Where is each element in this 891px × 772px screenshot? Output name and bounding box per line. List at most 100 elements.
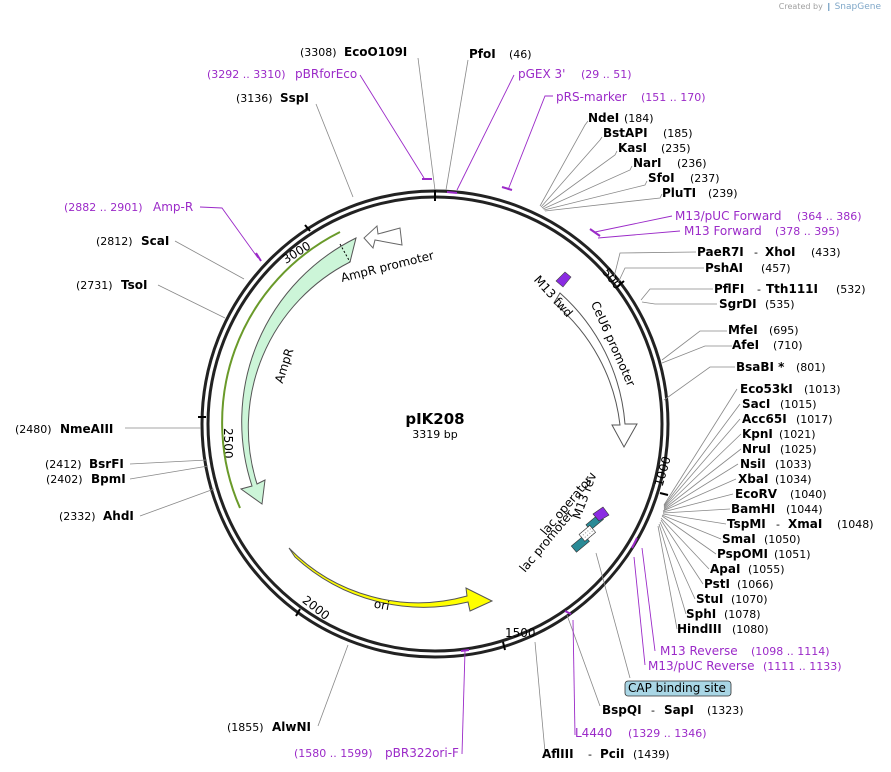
enzyme-pos-kpni: (1021) — [779, 428, 816, 441]
enzyme-sspi: SspI — [280, 91, 309, 105]
enzyme-bpmi: BpmI — [91, 472, 126, 486]
enzyme-bstapi: BstAPI — [603, 126, 648, 140]
enzyme-paer7i: PaeR7I — [697, 245, 744, 259]
ampr-promoter-arrow — [363, 224, 403, 250]
enzyme-sgrdi: SgrDI — [719, 297, 757, 311]
enzyme-pflfi: PflFI — [714, 282, 744, 296]
enzyme-afliii: AflIII — [542, 747, 574, 761]
enzyme-sep-bspqi: - — [651, 704, 655, 717]
plasmid-size: 3319 bp — [412, 428, 457, 441]
enzyme-pluti: PluTI — [662, 186, 696, 200]
credit-prefix: Created by — [778, 2, 823, 11]
ampr-highlight — [221, 231, 341, 509]
primers: (3292 .. 3310) pBRforEco pGEX 3' (29 .. … — [64, 67, 862, 760]
enzymes-bottom: BspQI - SapI (1323) AflIII - PciI (1439) — [542, 703, 744, 761]
enzyme-eco53ki: Eco53kI — [740, 382, 793, 396]
primer-l4440: L4440 — [575, 726, 612, 740]
enzyme-pos-bsabi: (801) — [796, 361, 826, 374]
tick-3000 — [304, 224, 311, 232]
enzyme-nsii: NsiI — [740, 457, 766, 471]
enzyme-pos-sapi: (1323) — [707, 704, 744, 717]
enzyme-tspmi: TspMI — [727, 517, 766, 531]
enzyme-stui: StuI — [696, 592, 723, 606]
enzyme-xhoi: XhoI — [765, 245, 796, 259]
enzyme-pos-xhoi: (433) — [811, 246, 841, 259]
ampr-promoter-label: AmpR promoter — [339, 248, 435, 285]
ori-label: ori — [373, 597, 391, 613]
enzyme-pos-scai: (2812) — [96, 235, 133, 248]
enzyme-afei: AfeI — [732, 338, 759, 352]
primer-pbr322ori-f: pBR322ori-F — [385, 746, 459, 760]
enzyme-pos-stui: (1070) — [731, 593, 768, 606]
enzyme-bspqi: BspQI — [602, 703, 642, 717]
enzyme-pfoi: PfoI — [469, 47, 496, 61]
enzyme-pos-psti: (1066) — [737, 578, 774, 591]
m13-rev-arrow — [592, 506, 610, 522]
enzyme-pos-kasi: (235) — [661, 142, 691, 155]
primer-range-pbrforeco: (3292 .. 3310) — [207, 68, 286, 81]
primer-pgex3: pGEX 3' — [518, 67, 565, 81]
enzyme-xbai: XbaI — [738, 472, 768, 486]
tick-2000 — [295, 608, 301, 617]
enzyme-leader-lines — [125, 57, 742, 753]
primer-range-m13-reverse: (1098 .. 1114) — [751, 645, 830, 658]
enzyme-pos-bamhi: (1044) — [786, 503, 823, 516]
enzyme-pos-ecoo109i: (3308) — [300, 46, 337, 59]
enzyme-alwni: AlwNI — [272, 720, 311, 734]
primer-m13puc-forward: M13/pUC Forward — [675, 209, 782, 223]
enzyme-nrui: NruI — [742, 442, 771, 456]
primer-range-prs-marker: (151 .. 170) — [641, 91, 706, 104]
enzyme-pos-ecorv: (1040) — [790, 488, 827, 501]
snapgene-logo-icon: ❙ — [825, 2, 833, 11]
enzyme-sep-pflfi: - — [757, 283, 761, 296]
enzyme-pos-pcii: (1439) — [633, 748, 670, 761]
tick-label-1000: 1000 — [652, 455, 674, 488]
enzyme-pos-ahdi: (2332) — [59, 510, 96, 523]
cel6-promoter-arrow — [553, 292, 638, 449]
enzyme-smai: SmaI — [722, 532, 756, 546]
enzyme-pspomi: PspOMI — [717, 547, 768, 561]
enzyme-mfei: MfeI — [728, 323, 758, 337]
enzyme-sphi: SphI — [686, 607, 716, 621]
enzyme-ndei: NdeI — [588, 111, 619, 125]
enzyme-pos-saci: (1015) — [780, 398, 817, 411]
enzyme-psti: PstI — [704, 577, 730, 591]
enzyme-hindiii: HindIII — [677, 622, 722, 636]
cap-binding-site-box — [624, 680, 732, 697]
enzyme-pos-sphi: (1078) — [724, 608, 761, 621]
enzyme-pos-bpmi: (2402) — [46, 473, 83, 486]
primer-amp-r: Amp-R — [153, 200, 193, 214]
primer-range-pgex3: (29 .. 51) — [581, 68, 632, 81]
primer-m13puc-reverse: M13/pUC Reverse — [648, 659, 755, 673]
tick-label-500: 500 — [599, 265, 624, 292]
enzyme-pos-pfoi: (46) — [509, 48, 532, 61]
primer-m13-forward: M13 Forward — [684, 224, 762, 238]
enzyme-pos-nsii: (1033) — [775, 458, 812, 471]
enzyme-pos-hindiii: (1080) — [732, 623, 769, 636]
ampr-gene-arrow — [239, 237, 357, 505]
enzyme-apai: ApaI — [710, 562, 740, 576]
primer-pbrforeco: pBRforEco — [295, 67, 357, 81]
tick-label-1500: 1500 — [505, 626, 536, 640]
ori-arrow — [288, 547, 494, 612]
enzyme-tsoi: TsoI — [121, 278, 147, 292]
enzyme-pos-xmai: (1048) — [837, 518, 874, 531]
primer-prs-marker: pRS-marker — [556, 90, 627, 104]
snapgene-credit: Created by ❙ SnapGene — [779, 2, 881, 12]
primer-range-m13-forward: (378 .. 395) — [775, 225, 840, 238]
enzyme-nmeaiii: NmeAIII — [60, 422, 113, 436]
credit-brand: SnapGene — [834, 2, 881, 12]
enzyme-pos-pspomi: (1051) — [774, 548, 811, 561]
enzymes-right: NdeI (184) BstAPI (185) KasI (235) NarI … — [588, 111, 874, 636]
enzyme-pos-eco53ki: (1013) — [804, 383, 841, 396]
enzyme-ecorv: EcoRV — [735, 487, 778, 501]
ampr-label: AmpR — [272, 346, 296, 384]
enzyme-pos-xbai: (1034) — [775, 473, 812, 486]
enzyme-pos-acc65i: (1017) — [796, 413, 833, 426]
ampr-signal-dotted — [339, 243, 351, 263]
enzyme-pcii: PciI — [600, 747, 625, 761]
enzyme-pos-tsoi: (2731) — [76, 279, 113, 292]
enzyme-xmai: XmaI — [788, 517, 822, 531]
enzyme-pos-pshai: (457) — [761, 262, 791, 275]
